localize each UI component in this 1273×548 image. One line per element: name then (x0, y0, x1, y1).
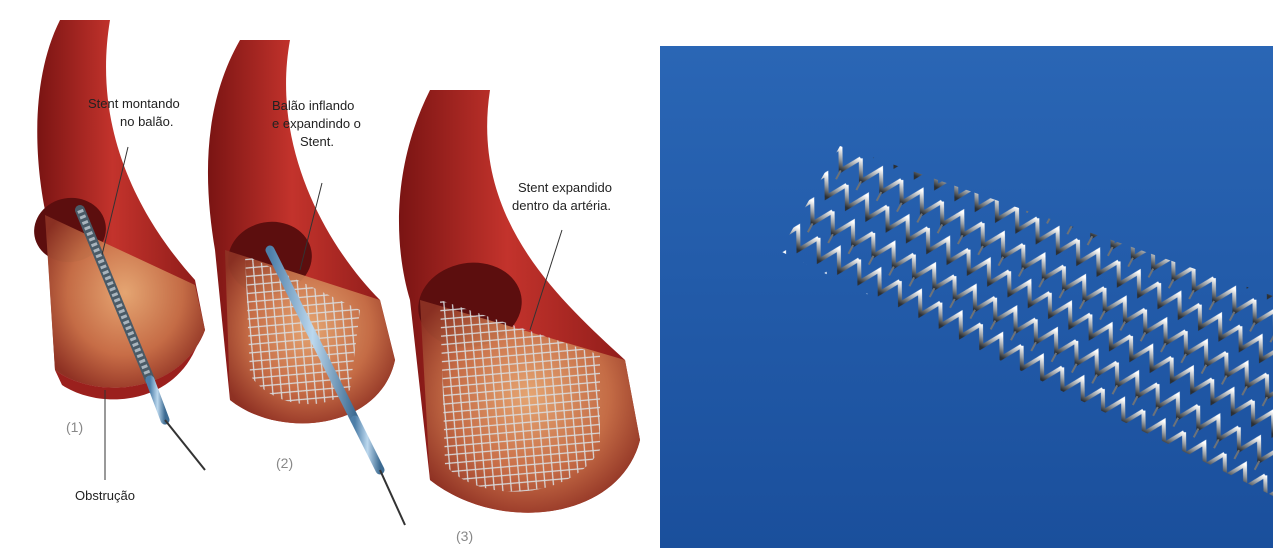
label-stent-expanded-line1: Stent expandido (518, 180, 612, 195)
label-stent-expanded-line2: dentro da artéria. (512, 198, 611, 213)
label-obstruction: Obstrução (75, 488, 135, 503)
label-balloon-line1: Balão inflando (272, 98, 354, 113)
stent-procedure-illustration: Stent montando no balão. Balão inflando … (0, 0, 655, 548)
step-number-2: (2) (276, 455, 293, 471)
step-number-3: (3) (456, 528, 473, 544)
artery-step-1 (29, 20, 205, 470)
stent-photo (660, 46, 1273, 548)
label-stent-mounted-line2: no balão. (120, 114, 174, 129)
label-balloon-line2: e expandindo o (272, 116, 361, 131)
label-balloon-line3: Stent. (300, 134, 334, 149)
step-number-1: (1) (66, 419, 83, 435)
artery-step-3 (399, 90, 640, 513)
label-stent-mounted-line1: Stent montando (88, 96, 180, 111)
